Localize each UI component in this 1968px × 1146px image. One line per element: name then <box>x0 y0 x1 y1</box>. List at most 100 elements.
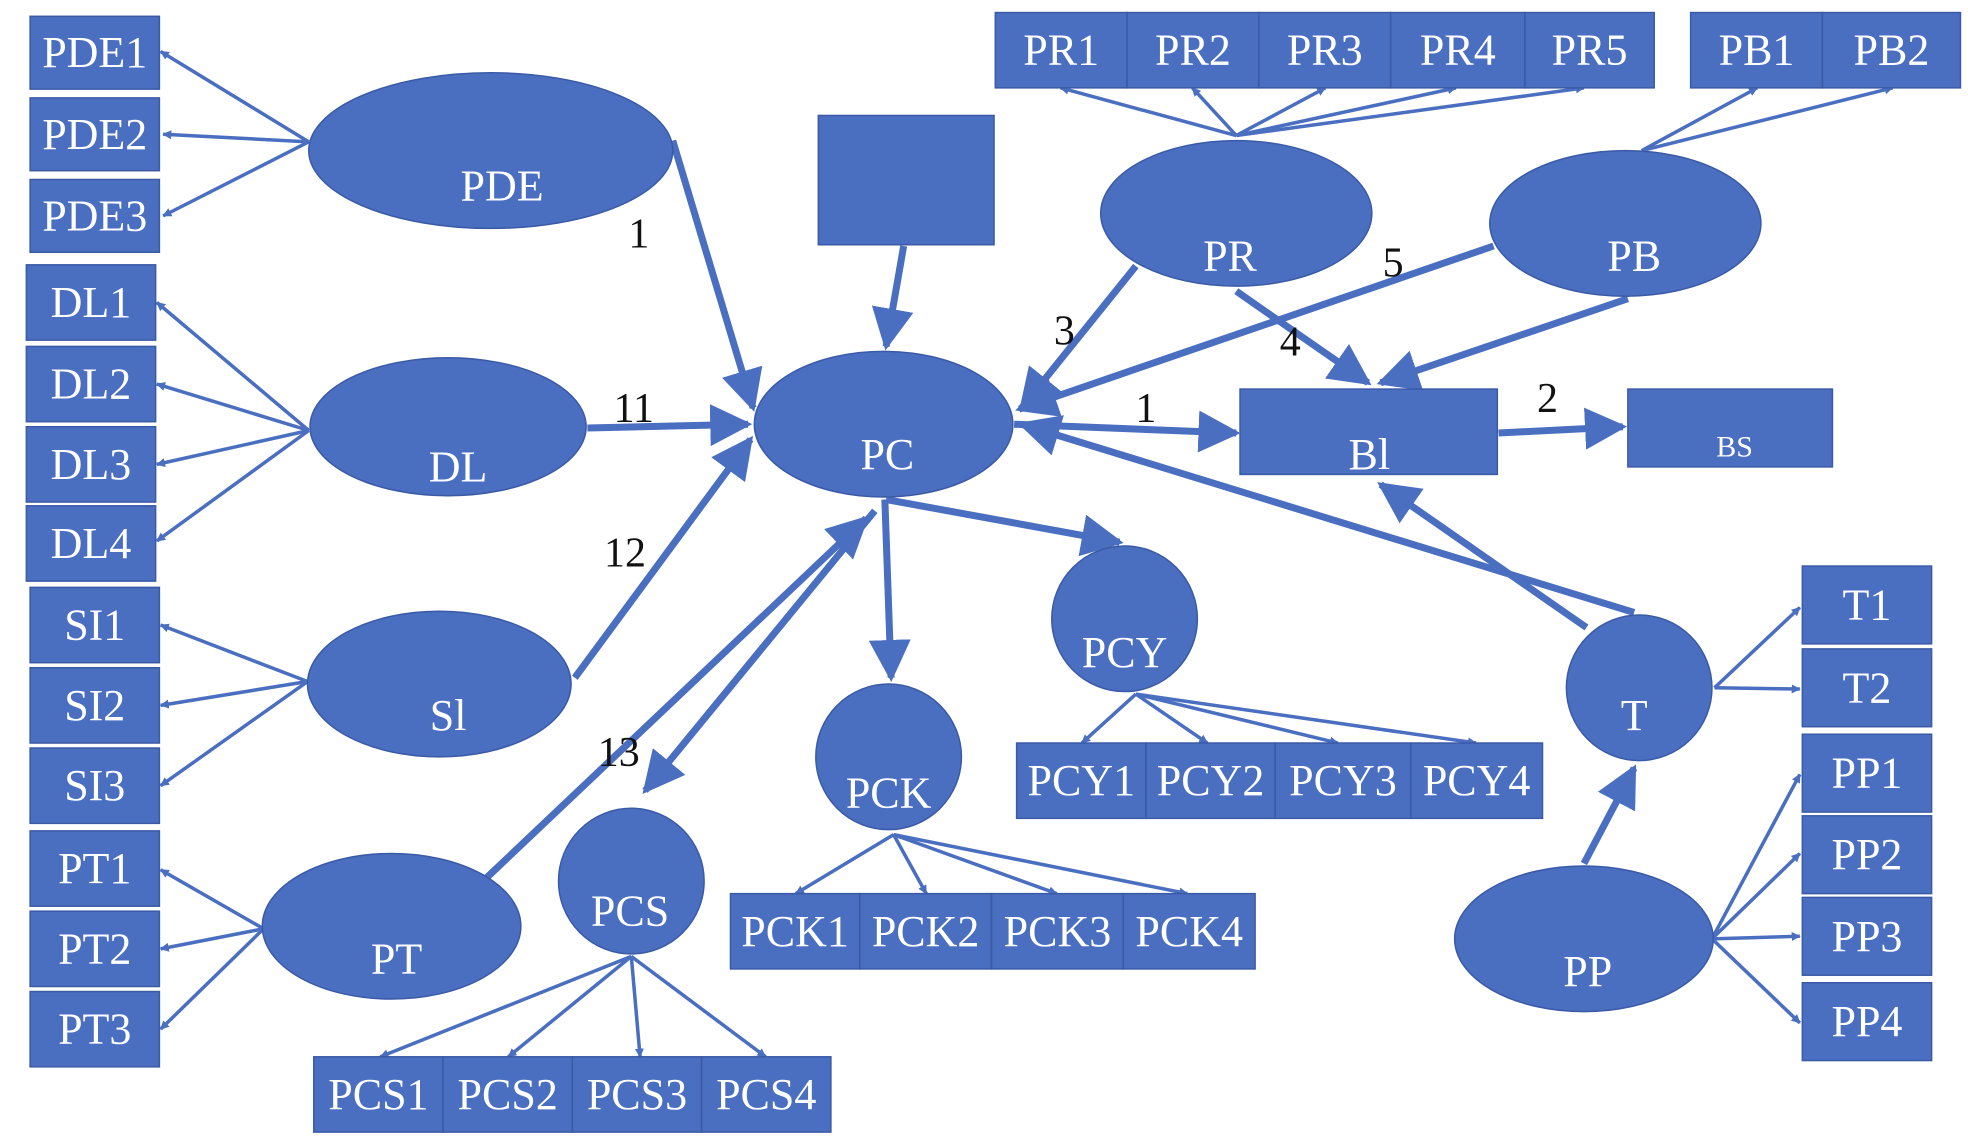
box-pcs2 <box>442 1056 574 1133</box>
indicator-pcs2: PCS2 <box>442 1056 574 1133</box>
arrow-bi-to-bs <box>1498 407 1628 450</box>
box-pt3 <box>29 990 161 1068</box>
label-t2: T2 <box>1843 663 1892 712</box>
latent-box <box>817 114 995 246</box>
box-pr1 <box>994 11 1128 89</box>
latent-pck: PCK <box>815 683 963 831</box>
arrow-dl-to-dl2 <box>156 382 310 433</box>
ellipse-pcs <box>557 807 705 955</box>
indicator-dl2: DL2 <box>25 345 157 423</box>
ellipse-dl <box>309 356 587 497</box>
box-pcy4 <box>1409 742 1544 820</box>
indicator-pb2: PB2 <box>1821 11 1962 89</box>
indicator-dl4: DL4 <box>25 505 157 582</box>
box-pr3 <box>1258 11 1392 89</box>
arrow-t-to-t2 <box>1714 684 1801 694</box>
indicator-pck4: PCK4 <box>1122 892 1256 970</box>
latent-si: Sl <box>306 610 572 758</box>
arrow-pcy-to-pcy4 <box>1135 692 1477 747</box>
indicator-pr4: PR4 <box>1389 11 1526 89</box>
path-number-n-pde-pc: 1 <box>628 212 649 258</box>
indicator-pt1: PT1 <box>29 830 161 907</box>
indicator-dl1: DL1 <box>25 264 157 341</box>
arrow-pp-to-t <box>1580 764 1638 866</box>
box-pt1 <box>29 830 161 907</box>
arrow-pde-to-pde1 <box>159 49 310 144</box>
path-number-n-pr-pc: 3 <box>1054 308 1075 354</box>
indicator-pp2: PP2 <box>1801 815 1933 895</box>
arrow-pb-to-pc <box>1015 242 1495 417</box>
label-dl2: DL2 <box>51 360 132 409</box>
box-box <box>817 114 995 246</box>
box-pcy1 <box>1015 742 1147 820</box>
box-dl3 <box>25 425 157 503</box>
box-pt2 <box>29 910 161 988</box>
label-si3: SI3 <box>64 761 125 810</box>
box-si2 <box>29 666 161 744</box>
path-number-n-pb-pc: 5 <box>1383 241 1404 287</box>
indicator-pr5: PR5 <box>1524 11 1655 89</box>
indicator-pcy3: PCY3 <box>1274 742 1412 820</box>
path-number-n-pc-bi: 1 <box>1135 386 1156 432</box>
label-pcy3: PCY3 <box>1289 756 1397 805</box>
latent-pcs: PCS <box>557 807 705 955</box>
label-pp2: PP2 <box>1831 830 1902 879</box>
label-pcy1: PCY1 <box>1027 756 1135 805</box>
label-pr5: PR5 <box>1552 26 1628 75</box>
label-pck3: PCK3 <box>1004 907 1112 956</box>
box-t1 <box>1801 565 1933 645</box>
label-dl4: DL4 <box>51 519 132 568</box>
arrow-pcs-to-pcs4 <box>630 954 767 1059</box>
indicator-pt2: PT2 <box>29 910 161 988</box>
latent-pb: PB <box>1489 149 1762 297</box>
label-pcs3: PCS3 <box>587 1070 687 1119</box>
label-pde2: PDE2 <box>42 110 147 159</box>
arrow-pde-to-pde3 <box>162 140 310 218</box>
arrow-pr-to-pr1 <box>1059 85 1237 138</box>
indicator-t1: T1 <box>1801 565 1933 645</box>
arrow-pc-to-pck <box>868 499 911 682</box>
box-pck2 <box>858 892 993 970</box>
box-pb2 <box>1821 11 1962 89</box>
label-pcs4: PCS4 <box>716 1070 816 1119</box>
arrow-si-to-si2 <box>159 679 308 709</box>
arrow-t-to-t1 <box>1713 606 1802 690</box>
arrow-pp-to-pp1 <box>1710 773 1802 940</box>
arrow-pc-to-pcs <box>642 508 878 794</box>
box-dl2 <box>25 345 157 423</box>
arrow-pcy-to-pcy3 <box>1135 692 1339 746</box>
box-pck3 <box>990 892 1125 970</box>
arrow-pb-to-pb2 <box>1641 85 1894 153</box>
box-pde1 <box>29 15 161 90</box>
box-si1 <box>29 586 161 664</box>
indicator-dl3: DL3 <box>25 425 157 503</box>
ellipse-pb <box>1489 149 1762 297</box>
indicator-pp4: PP4 <box>1801 981 1933 1062</box>
ellipse-t <box>1565 614 1713 762</box>
label-pb: PB <box>1607 232 1661 281</box>
arrow-pc-to-pcy <box>885 496 1124 557</box>
ellipse-si <box>306 610 572 758</box>
indicator-pcs4: PCS4 <box>700 1056 832 1133</box>
box-pck1 <box>729 892 861 970</box>
label-bi: Bl <box>1349 430 1391 479</box>
label-pt1: PT1 <box>58 844 131 893</box>
path-number-n-pr-bi: 4 <box>1280 320 1301 366</box>
arrow-pcy-to-pcy1 <box>1080 692 1138 745</box>
arrow-pb-to-bi <box>1376 295 1629 391</box>
label-pck1: PCK1 <box>741 907 849 956</box>
arrow-si-to-si3 <box>159 680 309 788</box>
arrow-dl-to-dl4 <box>155 429 310 543</box>
ellipse-pck <box>815 683 963 831</box>
box-dl1 <box>25 264 157 341</box>
arrow-pp-to-pp2 <box>1710 852 1802 941</box>
label-pc: PC <box>860 430 914 479</box>
ellipse-pp <box>1453 865 1714 1013</box>
path-number-n-pt-pc: 13 <box>598 730 640 776</box>
indicator-pt3: PT3 <box>29 990 161 1068</box>
indicator-pcy4: PCY4 <box>1409 742 1544 820</box>
label-dl3: DL3 <box>51 440 132 489</box>
box-pr5 <box>1524 11 1655 89</box>
label-pt2: PT2 <box>58 924 131 973</box>
label-pcs1: PCS1 <box>328 1070 428 1119</box>
